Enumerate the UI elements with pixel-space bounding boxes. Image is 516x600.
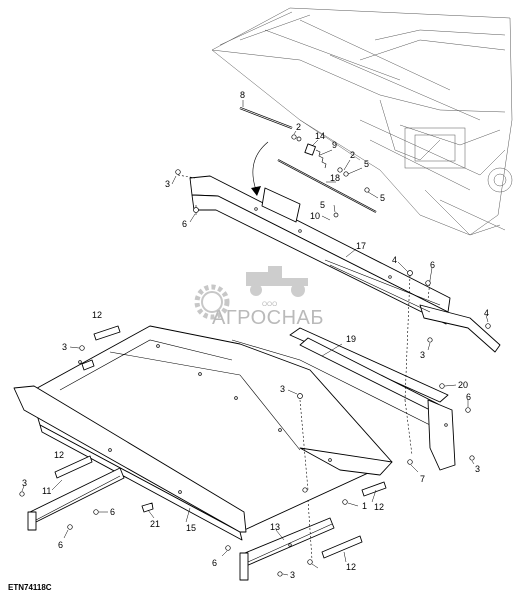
callout-18: 18: [330, 173, 340, 183]
callout-2: 2: [350, 150, 355, 160]
callout-3: 3: [420, 350, 425, 360]
upper-hardware: [239, 106, 377, 213]
callout-11: 11: [42, 486, 51, 496]
callout-3: 3: [475, 464, 480, 474]
callout-3: 3: [165, 179, 170, 189]
callout-21: 21: [150, 519, 160, 529]
callout-13: 13: [270, 522, 280, 532]
callout-3: 3: [22, 478, 27, 488]
watermark-company-small: ООО: [262, 301, 277, 308]
callout-4: 4: [392, 255, 397, 265]
callout-3: 3: [290, 570, 295, 580]
tractor-icon: [246, 266, 308, 297]
callout-6: 6: [430, 260, 435, 270]
callout-4: 4: [484, 308, 489, 318]
watermark-company-name: АГРОСНАБ: [212, 307, 324, 329]
hardware-fasteners: [19, 169, 491, 577]
callout-5: 5: [380, 193, 385, 203]
callout-6: 6: [110, 507, 115, 517]
callout-2: 2: [296, 122, 301, 132]
part-13-bracket: [239, 517, 335, 581]
callout-6: 6: [58, 540, 63, 550]
callout-15: 15: [186, 523, 196, 533]
assembly-arrow: [251, 141, 269, 196]
callout-3: 3: [62, 342, 67, 352]
callout-19: 19: [346, 334, 356, 344]
callout-12: 12: [374, 502, 384, 512]
callout-6: 6: [182, 219, 187, 229]
callout-6: 6: [466, 392, 471, 402]
callout-1: 1: [362, 501, 367, 511]
callout-8: 8: [240, 90, 245, 100]
part-15-main-panel: [13, 325, 393, 541]
part-19-middle-bar: [231, 327, 456, 471]
callout-7: 7: [420, 474, 425, 484]
callout-5: 5: [320, 200, 325, 210]
callout-6: 6: [212, 558, 217, 568]
callout-10: 10: [310, 211, 320, 221]
leader-lines: [21, 100, 489, 576]
figure-id: ETN74118C: [8, 583, 52, 592]
callout-5: 5: [364, 159, 369, 169]
gear-icon: [194, 284, 230, 320]
part-12-strips: [54, 325, 387, 559]
watermark: ООО АГРОСНАБ: [194, 266, 324, 329]
machine-outline: [211, 7, 513, 236]
callout-14: 14: [315, 131, 325, 141]
callout-12: 12: [346, 562, 356, 572]
callout-17: 17: [356, 241, 366, 251]
callout-20: 20: [458, 380, 468, 390]
part-11-bracket: [27, 467, 125, 531]
callout-labels: 8 2 14 9 2 5 18 5 3 5 10 6 17 4 6 12 4 3…: [22, 90, 489, 580]
callout-12: 12: [54, 450, 64, 460]
callout-9: 9: [332, 140, 337, 150]
callout-3: 3: [280, 384, 285, 394]
callout-12: 12: [92, 310, 102, 320]
